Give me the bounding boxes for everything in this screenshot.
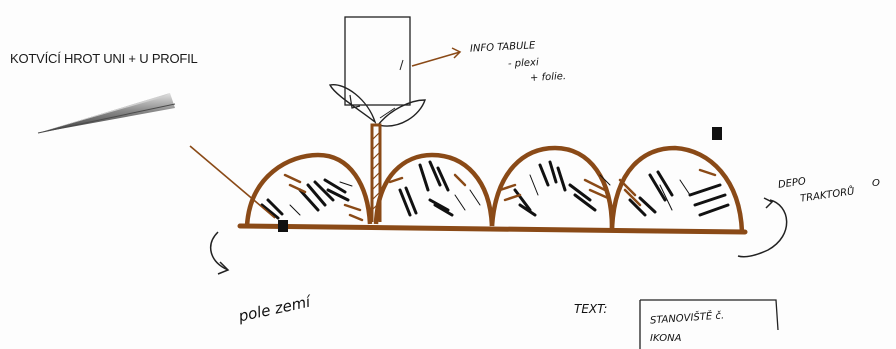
- curved-arrow-right: [738, 200, 787, 257]
- black-marker: [278, 220, 288, 232]
- right-leaf: [378, 100, 425, 126]
- anchor-spike-image: [38, 93, 175, 133]
- note-text-label: TEXT:: [574, 302, 607, 316]
- note-folie: + folie.: [530, 71, 567, 84]
- left-leaf: [330, 85, 375, 122]
- ground-base: [240, 226, 745, 232]
- note-o: O: [872, 178, 880, 189]
- dome-2: [376, 155, 492, 226]
- info-board-outline: [345, 17, 410, 105]
- black-marker-2: [712, 127, 722, 140]
- note-plexi: - plexi: [508, 57, 539, 70]
- info-arrow: [412, 52, 460, 66]
- note-ikona: IKONA: [650, 333, 681, 344]
- dome-3: [492, 148, 612, 228]
- curved-arrow-left: [211, 232, 228, 270]
